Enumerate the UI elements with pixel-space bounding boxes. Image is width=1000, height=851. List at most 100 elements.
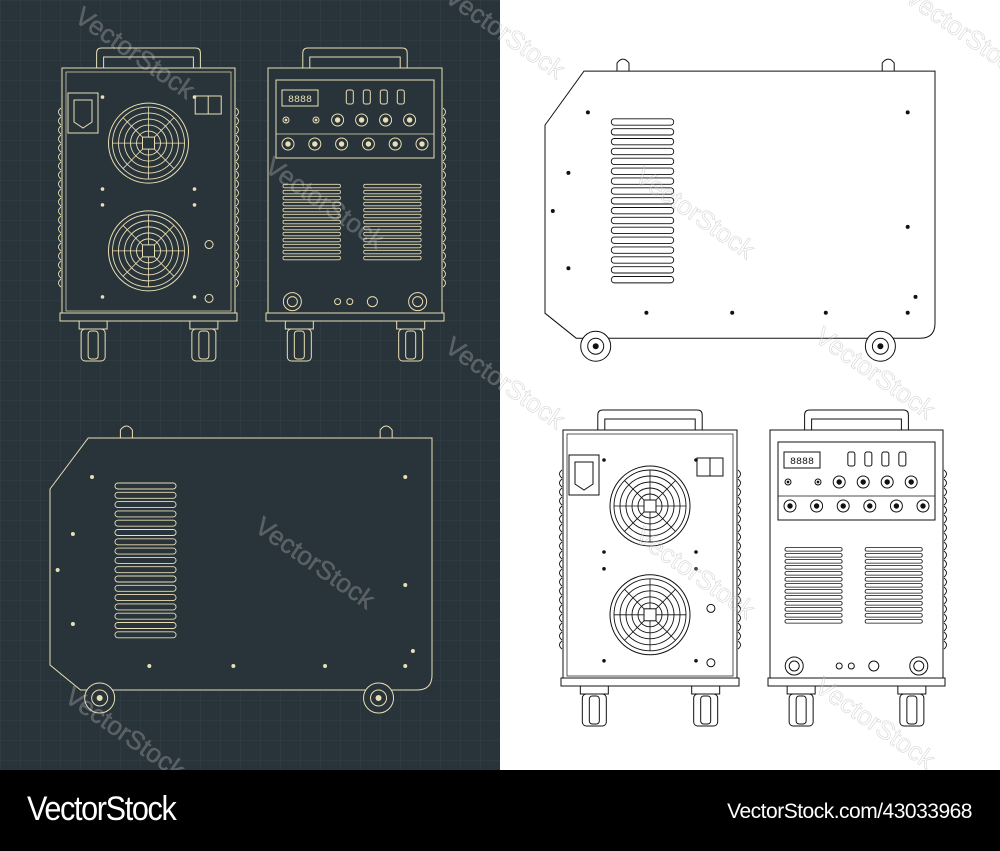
carry-handle: [302, 47, 408, 70]
gas-connector: [835, 662, 843, 670]
welder-side-view: [544, 58, 936, 362]
control-knob: [355, 113, 369, 127]
vent-slats: [610, 118, 675, 284]
control-knob: [388, 137, 402, 151]
footer: VectorStock VectorStock.com/43033968: [0, 770, 1000, 851]
housing: [267, 67, 443, 316]
toggle-switch: [881, 451, 890, 467]
control-knob: [281, 137, 295, 151]
carry-handle: [96, 47, 201, 70]
control-knob: [814, 478, 822, 486]
carry-handle: [804, 409, 909, 432]
mounting-bracket: [568, 454, 600, 496]
screw: [644, 310, 649, 315]
screw: [566, 266, 571, 271]
housing: [544, 70, 936, 339]
vent-slats: [114, 482, 177, 639]
base-frame: [265, 312, 445, 322]
screw: [403, 475, 408, 479]
control-knob: [856, 475, 870, 489]
control-knob: [863, 499, 877, 513]
caster-wheel: [78, 320, 108, 362]
caster-wheel: [691, 685, 721, 727]
control-knob: [836, 499, 850, 513]
control-knob: [880, 475, 894, 489]
screw: [410, 649, 415, 653]
toggle-switch: [864, 451, 873, 467]
toggle-switch: [847, 451, 856, 467]
control-knob: [308, 137, 322, 151]
digital-display: [783, 451, 821, 469]
screw: [905, 310, 910, 315]
screw: [585, 110, 590, 115]
housing: [49, 437, 433, 691]
output-socket: [282, 292, 302, 312]
control-knob: [331, 113, 345, 127]
toggle-switch: [362, 89, 371, 105]
housing: [769, 429, 944, 681]
screw: [323, 664, 328, 668]
carry-handle: [597, 409, 703, 432]
welder-front-view: 8888: [767, 409, 947, 727]
screw: [90, 475, 95, 479]
fan-grille: [602, 567, 698, 663]
connector: [204, 240, 214, 250]
control-knob: [916, 499, 930, 513]
display-readout: 8888: [790, 457, 814, 468]
control-knob: [889, 499, 903, 513]
toggle-switch: [898, 451, 907, 467]
screw: [147, 664, 152, 668]
output-socket: [408, 292, 428, 312]
fan-grille: [100, 95, 197, 191]
toggle-switch: [345, 89, 354, 105]
base-frame: [767, 677, 946, 687]
screw: [905, 224, 910, 229]
toggle-switch: [379, 89, 388, 105]
output-socket: [909, 656, 929, 676]
screw: [403, 583, 408, 587]
screw: [913, 294, 918, 299]
welder-back-view: [58, 47, 239, 362]
mounting-bracket: [67, 92, 99, 134]
display-readout: 8888: [288, 95, 312, 106]
caster-wheel: [786, 685, 816, 727]
gas-connector: [346, 298, 354, 306]
gas-connector: [847, 662, 855, 670]
control-knob: [379, 113, 393, 127]
screw: [730, 310, 735, 315]
caster-wheel: [579, 685, 609, 727]
caster-wheel: [284, 320, 314, 362]
caster-wheel: [189, 320, 219, 362]
vent-slats: [864, 547, 923, 624]
vent-slats: [282, 183, 341, 261]
control-knob: [810, 499, 824, 513]
control-knob: [282, 116, 290, 124]
connector: [706, 658, 716, 668]
screw: [823, 310, 828, 315]
welder-back-view: [559, 409, 741, 727]
screw: [905, 110, 910, 115]
caster-wheel: [897, 685, 927, 727]
control-knob: [415, 137, 429, 151]
base-frame: [59, 312, 238, 322]
control-panel: 8888: [777, 441, 936, 521]
footer-image-reference: VectorStock.com/43033968: [727, 800, 972, 823]
welder-side-view: [49, 425, 433, 714]
connector: [204, 293, 214, 303]
welder-front-view: 8888: [265, 47, 446, 362]
screw: [70, 622, 75, 626]
toggle-switch: [396, 89, 405, 105]
control-knob: [783, 499, 797, 513]
screw: [55, 568, 60, 572]
control-connector: [868, 660, 880, 672]
lifting-lug: [616, 58, 630, 72]
connector: [706, 603, 716, 613]
fan-grille: [602, 458, 698, 554]
fan-grille: [100, 203, 197, 299]
output-socket: [784, 656, 804, 676]
control-knob: [832, 475, 846, 489]
control-knob: [335, 137, 349, 151]
vent-slats: [363, 183, 422, 261]
lifting-lug: [119, 425, 133, 438]
